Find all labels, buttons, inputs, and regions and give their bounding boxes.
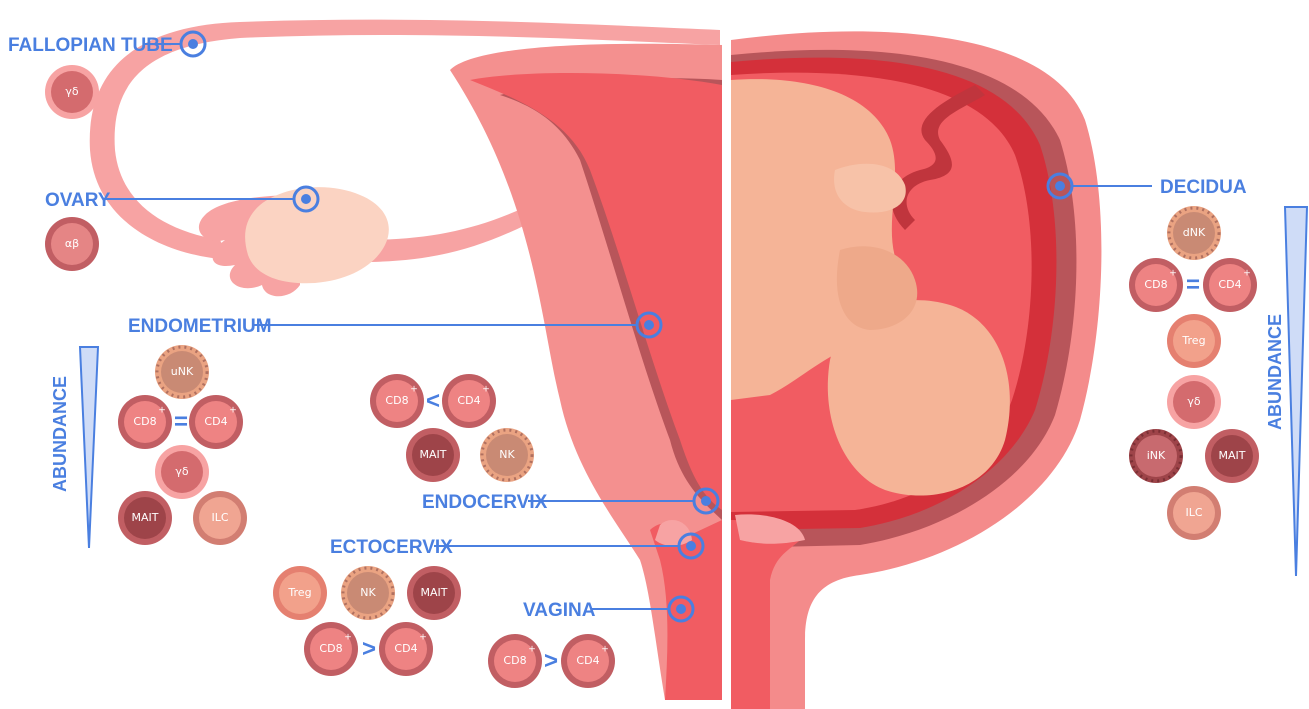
svg-text:+: + bbox=[482, 385, 490, 395]
cell-ecto-nk: NK bbox=[341, 566, 395, 620]
cell-dec-mait: MAIT bbox=[1205, 429, 1259, 483]
svg-text:+: + bbox=[419, 633, 427, 643]
svg-text:γδ: γδ bbox=[65, 85, 79, 98]
svg-text:CD8: CD8 bbox=[1144, 278, 1167, 291]
svg-text:Treg: Treg bbox=[1181, 334, 1205, 347]
svg-text:CD4: CD4 bbox=[394, 642, 417, 655]
abundance-wedge-left bbox=[80, 347, 98, 548]
cell-dec-ilc: ILC bbox=[1167, 486, 1221, 540]
svg-text:CD8: CD8 bbox=[319, 642, 342, 655]
svg-text:αβ: αβ bbox=[65, 237, 79, 250]
svg-text:CD4: CD4 bbox=[576, 654, 599, 667]
svg-text:+: + bbox=[528, 645, 536, 655]
cell-endo-mait: MAIT bbox=[118, 491, 172, 545]
ecto-greater-than: > bbox=[362, 635, 376, 662]
svg-text:CD4: CD4 bbox=[204, 415, 227, 428]
cell-endo-ilc: ILC bbox=[193, 491, 247, 545]
cell-ecto-mait: MAIT bbox=[407, 566, 461, 620]
svg-text:CD8: CD8 bbox=[385, 394, 408, 407]
label-decidua: DECIDUA bbox=[1160, 177, 1247, 198]
endo-equals: = bbox=[174, 408, 188, 435]
cell-endo-cd4: CD4 + bbox=[189, 395, 243, 449]
cell-endocx-nk: NK bbox=[480, 428, 534, 482]
divider-line bbox=[723, 0, 731, 709]
svg-text:MAIT: MAIT bbox=[1219, 449, 1246, 462]
svg-text:+: + bbox=[1169, 269, 1177, 279]
svg-text:+: + bbox=[158, 406, 166, 416]
endocx-less-than: < bbox=[426, 387, 440, 414]
svg-text:ILC: ILC bbox=[211, 511, 228, 524]
abundance-wedge-right bbox=[1285, 207, 1307, 576]
svg-text:CD8: CD8 bbox=[503, 654, 526, 667]
svg-text:γδ: γδ bbox=[175, 465, 189, 478]
label-vagina: VAGINA bbox=[523, 600, 596, 621]
cell-endocx-mait: MAIT bbox=[406, 428, 460, 482]
svg-text:ILC: ILC bbox=[1185, 506, 1202, 519]
svg-text:+: + bbox=[410, 385, 418, 395]
svg-text:+: + bbox=[1243, 269, 1251, 279]
svg-text:+: + bbox=[601, 645, 609, 655]
cell-dec-treg: Treg bbox=[1167, 314, 1221, 368]
abundance-right: ABUNDANCE bbox=[1265, 207, 1307, 576]
cell-vag-cd8: CD8 + bbox=[488, 634, 542, 688]
cell-endo-cd8: CD8 + bbox=[118, 395, 172, 449]
svg-text:dNK: dNK bbox=[1183, 226, 1206, 239]
svg-text:NK: NK bbox=[360, 586, 376, 599]
cell-ovary-ab: αβ bbox=[45, 217, 99, 271]
cell-endocx-cd8: CD8 + bbox=[370, 374, 424, 428]
label-ectocervix: ECTOCERVIX bbox=[330, 537, 453, 558]
abundance-label-right: ABUNDANCE bbox=[1265, 314, 1285, 430]
cell-dec-cd8: CD8 + bbox=[1129, 258, 1183, 312]
cell-fallopian-gd: γδ bbox=[45, 65, 99, 119]
cell-endocx-cd4: CD4 + bbox=[442, 374, 496, 428]
cell-ecto-treg: Treg bbox=[273, 566, 327, 620]
label-endocervix: ENDOCERVIX bbox=[422, 492, 548, 513]
cell-endo-gd: γδ bbox=[155, 445, 209, 499]
svg-text:MAIT: MAIT bbox=[420, 448, 447, 461]
svg-text:+: + bbox=[344, 633, 352, 643]
cell-vag-cd4: CD4 + bbox=[561, 634, 615, 688]
cell-dec-cd4: CD4 + bbox=[1203, 258, 1257, 312]
abundance-left: ABUNDANCE bbox=[50, 347, 98, 548]
svg-text:CD8: CD8 bbox=[133, 415, 156, 428]
label-ovary: OVARY bbox=[45, 190, 111, 211]
cell-dec-dnk: dNK bbox=[1167, 206, 1221, 260]
cell-ecto-cd8: CD8 + bbox=[304, 622, 358, 676]
svg-text:uNK: uNK bbox=[171, 365, 194, 378]
cell-ecto-cd4: CD4 + bbox=[379, 622, 433, 676]
vag-greater-than: > bbox=[544, 647, 558, 674]
cell-dec-ink: iNK bbox=[1129, 429, 1183, 483]
dec-equals: = bbox=[1186, 271, 1200, 298]
pregnant-uterus-illustration bbox=[731, 31, 1101, 709]
label-fallopian-tube: FALLOPIAN TUBE bbox=[8, 35, 173, 56]
cell-endo-unk: uNK bbox=[155, 345, 209, 399]
cell-dec-gd: γδ bbox=[1167, 375, 1221, 429]
svg-text:CD4: CD4 bbox=[1218, 278, 1241, 291]
svg-text:+: + bbox=[229, 406, 237, 416]
svg-text:NK: NK bbox=[499, 448, 515, 461]
svg-text:Treg: Treg bbox=[287, 586, 311, 599]
svg-text:γδ: γδ bbox=[1187, 395, 1201, 408]
svg-text:MAIT: MAIT bbox=[421, 586, 448, 599]
svg-text:iNK: iNK bbox=[1147, 449, 1166, 462]
svg-text:MAIT: MAIT bbox=[132, 511, 159, 524]
abundance-label-left: ABUNDANCE bbox=[50, 376, 70, 492]
label-endometrium: ENDOMETRIUM bbox=[128, 316, 272, 337]
svg-text:CD4: CD4 bbox=[457, 394, 480, 407]
